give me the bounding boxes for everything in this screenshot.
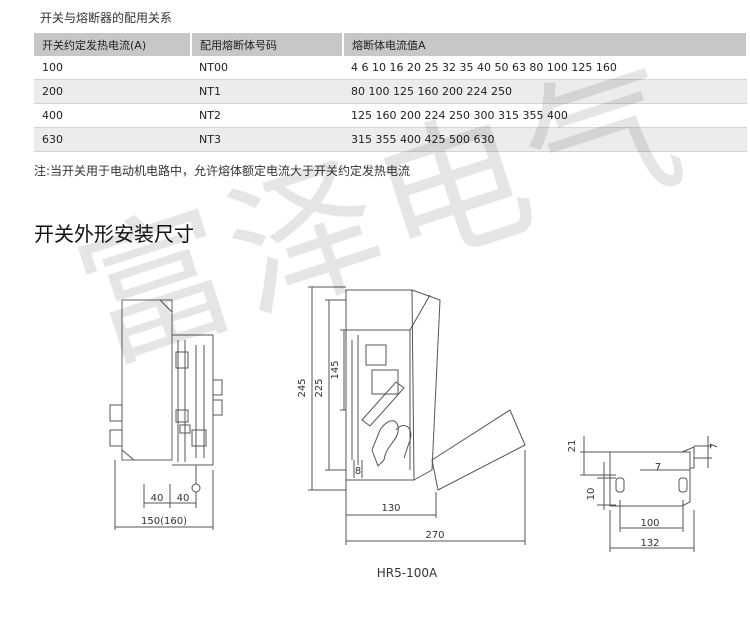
dim-label: 21 <box>567 440 578 453</box>
dim-label: 270 <box>425 530 444 541</box>
table-row: 100 NT00 4 6 10 16 20 25 32 35 40 50 63 … <box>34 56 747 80</box>
table-cell: NT2 <box>191 103 343 128</box>
usage-note: 注:当开关用于电动机电路中，允许熔体额定电流大于开关约定发热电流 <box>34 164 411 178</box>
table-cell: NT00 <box>191 56 343 80</box>
dim-label: 40 <box>177 493 190 504</box>
table-cell: 400 <box>34 103 191 128</box>
table-row: 400 NT2 125 160 200 224 250 300 315 355 … <box>34 103 747 128</box>
dim-label: 150(160) <box>141 516 187 527</box>
table-caption: 开关与熔断器的配用关系 <box>40 11 173 25</box>
dim-label: 7 <box>655 462 661 473</box>
table-header-row: 开关约定发热电流(A) 配用熔断体号码 熔断体电流值A <box>34 33 748 56</box>
model-label: HR5-100A <box>377 566 438 580</box>
dim-label: 100 <box>640 518 659 529</box>
table-cell: 315 355 400 425 500 630 <box>343 127 747 152</box>
dim-label: 8 <box>355 466 361 477</box>
dim-label: 245 <box>297 378 308 397</box>
table-cell: 200 <box>34 79 191 104</box>
fuse-spec-table: 开关约定发热电流(A) 配用熔断体号码 熔断体电流值A 100 NT00 4 6… <box>34 33 748 152</box>
table-cell: 100 <box>34 56 191 80</box>
dim-label: 7 <box>709 443 720 449</box>
dim-label: 40 <box>151 493 164 504</box>
mounting-plan <box>580 436 712 552</box>
dim-label: 130 <box>381 503 400 514</box>
table-cell: NT1 <box>191 79 343 104</box>
table-cell: NT3 <box>191 127 343 152</box>
section-title: 开关外形安装尺寸 <box>34 222 194 246</box>
column-header: 开关约定发热电流(A) <box>34 33 192 56</box>
table-cell: 630 <box>34 127 191 152</box>
table-cell: 80 100 125 160 200 224 250 <box>343 79 747 104</box>
front-view <box>308 286 526 545</box>
column-header: 配用熔断体号码 <box>191 33 344 56</box>
side-view <box>109 299 223 530</box>
table-row: 200 NT1 80 100 125 160 200 224 250 <box>34 79 747 104</box>
dim-label: 225 <box>314 378 325 397</box>
column-header: 熔断体电流值A <box>343 33 748 56</box>
dim-label: 145 <box>330 360 341 379</box>
table-cell: 4 6 10 16 20 25 32 35 40 50 63 80 100 12… <box>343 56 747 80</box>
dim-label: 10 <box>586 488 597 501</box>
dim-label: 132 <box>640 538 659 549</box>
table-row: 630 NT3 315 355 400 425 500 630 <box>34 127 747 152</box>
table-cell: 125 160 200 224 250 300 315 355 400 <box>343 103 747 128</box>
